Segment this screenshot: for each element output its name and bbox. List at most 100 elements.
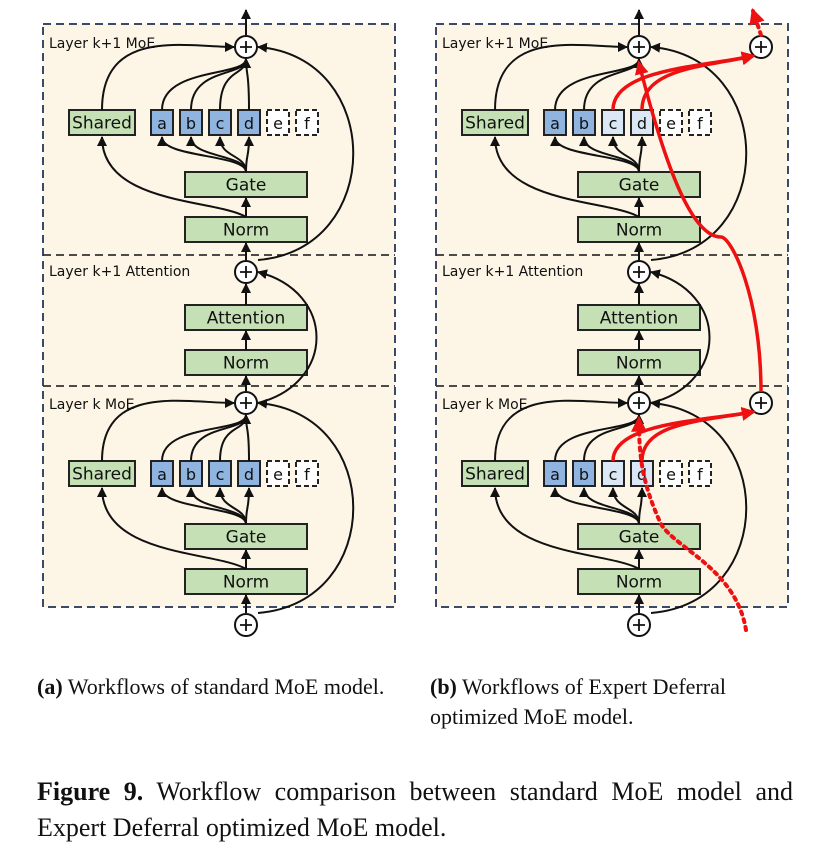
expert-f: f	[295, 460, 319, 487]
gate-block-label: Gate	[619, 176, 660, 196]
figure-caption-label: Figure 9.	[37, 777, 144, 806]
shared-expert-rect	[461, 109, 529, 136]
expert-c-label: c	[609, 465, 618, 484]
norm-block: Norm	[184, 568, 308, 595]
arrow-residual	[257, 269, 318, 404]
expert-a-label: a	[157, 465, 167, 484]
norm-block-label: Norm	[223, 354, 269, 374]
plus-icon	[240, 619, 252, 631]
expert-c-label: c	[216, 465, 225, 484]
arrow-norm-shared	[490, 487, 640, 570]
expert-f-rect	[688, 109, 712, 136]
attention-layer-block-rect	[577, 304, 701, 331]
shared-expert: Shared	[461, 460, 529, 487]
layer-label-k1-attention: Layer k+1 Attention	[49, 264, 190, 280]
expert-c: c	[208, 460, 232, 487]
arrow-shared-plus	[101, 397, 235, 462]
expert-f-rect	[295, 109, 319, 136]
arrow-residual	[257, 42, 355, 261]
plus-icon	[755, 41, 767, 53]
expert-a-label: a	[157, 114, 167, 133]
plus-icon	[633, 41, 645, 53]
expert-b: b	[179, 109, 203, 136]
gate-block: Gate	[577, 523, 701, 550]
norm-block-label: Norm	[616, 354, 662, 374]
expert-d-label: d	[244, 114, 254, 133]
arrow-gate-expert-d	[243, 136, 254, 173]
gate-block: Gate	[184, 523, 308, 550]
gate-block-rect	[184, 171, 308, 198]
expert-b: b	[572, 460, 596, 487]
norm-block-label: Norm	[223, 221, 269, 241]
plus-node	[234, 391, 258, 415]
expert-d: d	[237, 460, 261, 487]
arrow-shared-plus	[494, 397, 628, 462]
subcaption-b: (b) Workflows of Expert Deferral optimiz…	[430, 672, 800, 732]
plus-node-input	[234, 613, 258, 637]
expert-a-label: a	[550, 114, 560, 133]
plus-node-input	[627, 613, 651, 637]
norm-block-rect	[577, 216, 701, 243]
subcaption-a-label: (a)	[37, 674, 63, 699]
attention-layer-block-label: Attention	[600, 309, 678, 329]
plus-node	[627, 35, 651, 59]
plus-icon	[240, 41, 252, 53]
plus-icon	[240, 266, 252, 278]
shared-expert-rect	[68, 109, 136, 136]
deferred-input-path-layer-k	[631, 415, 748, 632]
deferral-paths	[611, 7, 773, 632]
expert-b-label: b	[579, 114, 589, 133]
shared-expert-label: Shared	[72, 465, 132, 485]
expert-e-label: e	[666, 465, 676, 484]
deferred-path-to-layer-k1	[634, 60, 763, 393]
subcaption-b-text: Workflows of Expert Deferral optimized M…	[430, 674, 726, 729]
expert-f: f	[295, 109, 319, 136]
norm-block: Norm	[577, 568, 701, 595]
expert-e-rect	[266, 460, 290, 487]
expert-c-label: c	[609, 114, 618, 133]
expert-e: e	[266, 460, 290, 487]
plus-icon	[633, 266, 645, 278]
layer-label-k1-attention: Layer k+1 Attention	[442, 264, 583, 280]
plus-node	[234, 260, 258, 284]
plus-node	[234, 35, 258, 59]
expert-f-label: f	[697, 465, 703, 484]
subcaption-b-label: (b)	[430, 674, 457, 699]
norm-block-label: Norm	[223, 573, 269, 593]
norm-block: Norm	[184, 349, 308, 376]
plus-node	[627, 260, 651, 284]
norm-block-rect	[577, 568, 701, 595]
arrow-shared-plus	[494, 41, 628, 111]
expert-e-rect	[659, 109, 683, 136]
subcaption-a: (a) Workflows of standard MoE model.	[37, 672, 407, 702]
layer-label-k1-moe: Layer k+1 MoE	[49, 36, 155, 52]
arrow-norm-shared	[97, 487, 247, 570]
norm-block-rect	[184, 349, 308, 376]
shared-expert-label: Shared	[72, 114, 132, 134]
expert-e: e	[266, 109, 290, 136]
gate-block-label: Gate	[619, 528, 660, 548]
deferred-arrow-expert-d-layer-k1	[640, 51, 756, 111]
expert-e-label: e	[666, 114, 676, 133]
expert-f-rect	[688, 460, 712, 487]
norm-block-rect	[184, 216, 308, 243]
expert-a: a	[150, 109, 174, 136]
shared-expert-rect	[461, 460, 529, 487]
expert-f-label: f	[697, 114, 703, 133]
deferred-plus-node-layer-k	[749, 391, 773, 415]
expert-d-label: d	[637, 114, 647, 133]
arrow-gate-expert-d	[636, 136, 647, 173]
expert-d-label: d	[244, 465, 254, 484]
expert-c: c	[601, 460, 625, 487]
plus-node	[627, 391, 651, 415]
attention-layer-block: Attention	[184, 304, 308, 331]
deferred-output-path	[749, 7, 765, 37]
norm-block-label: Norm	[616, 221, 662, 241]
expert-d: d	[630, 109, 654, 136]
expert-d: d	[237, 109, 261, 136]
